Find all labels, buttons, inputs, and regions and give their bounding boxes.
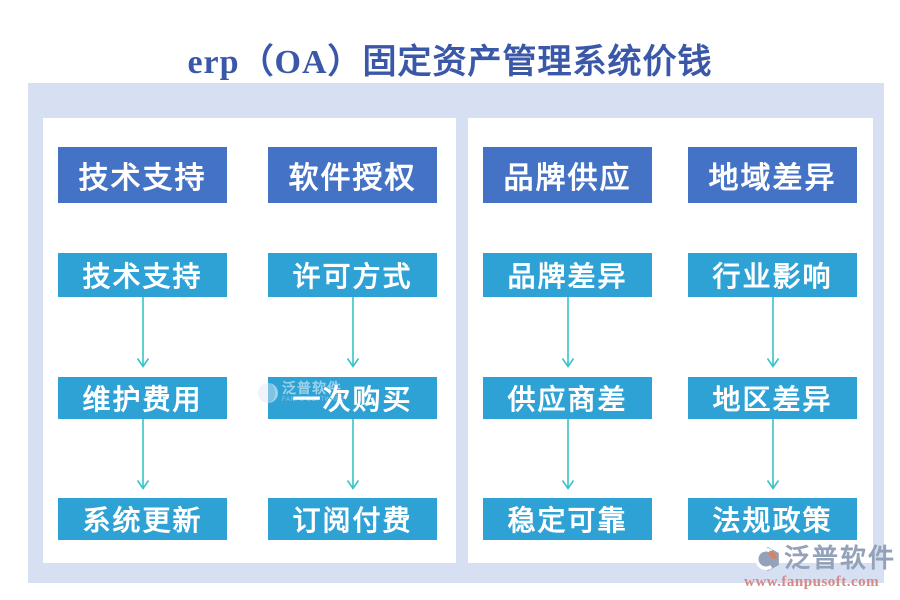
step-box: 系统更新 — [58, 498, 227, 540]
category-box: 软件授权 — [268, 147, 437, 203]
step-box: 法规政策 — [688, 498, 857, 540]
down-arrow-icon — [136, 297, 150, 369]
step-box: 稳定可靠 — [483, 498, 652, 540]
step-box: 品牌差异 — [483, 253, 652, 297]
step-box: 地区差异 — [688, 377, 857, 419]
category-box: 地域差异 — [688, 147, 857, 203]
step-box: 维护费用 — [58, 377, 227, 419]
page-title: erp（OA）固定资产管理系统价钱 — [187, 44, 713, 81]
down-arrow-icon — [561, 419, 575, 491]
down-arrow-icon — [346, 419, 360, 491]
step-box: 订阅付费 — [268, 498, 437, 540]
footer-logo: 泛普软件 www.fanpusoft.com — [744, 546, 896, 591]
step-box: 技术支持 — [58, 253, 227, 297]
down-arrow-icon — [346, 297, 360, 369]
panel-right: 品牌供应 品牌差异 供应商差 稳定可靠 地域差异 行业影响 地区差异 法规政策 — [468, 118, 873, 563]
step-box: 行业影响 — [688, 253, 857, 297]
category-box: 技术支持 — [58, 147, 227, 203]
down-arrow-icon — [561, 297, 575, 369]
footer-brand-text: 泛普软件 — [783, 544, 896, 573]
panel-left: 技术支持 技术支持 维护费用 系统更新 软件授权 许可方式 一次购买 订阅付费 — [43, 118, 456, 563]
step-box: 供应商差 — [483, 377, 652, 419]
down-arrow-icon — [766, 297, 780, 369]
fanpu-logo-icon — [755, 547, 779, 571]
step-box: 一次购买 — [268, 377, 437, 419]
step-box: 许可方式 — [268, 253, 437, 297]
down-arrow-icon — [766, 419, 780, 491]
down-arrow-icon — [136, 419, 150, 491]
footer-website-text: www.fanpusoft.com — [744, 574, 880, 590]
category-box: 品牌供应 — [483, 147, 652, 203]
